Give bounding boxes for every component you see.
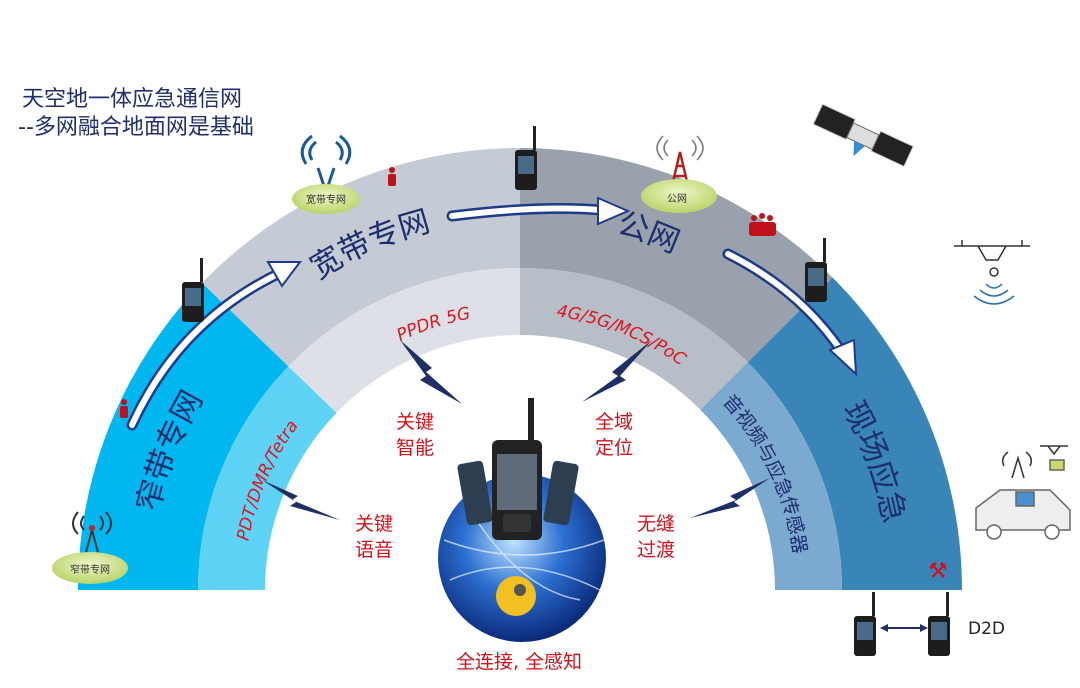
public-cloud: 公网 [641,135,717,213]
brain-head-icon [496,576,536,616]
d2d-label: D2D [968,619,1005,639]
cloud-label: 宽带专网 [306,193,346,206]
key-voice-line1: 关键 [355,513,393,535]
seamless-line1: 无缝 [637,513,675,535]
ring-segment-3-outer [747,277,962,590]
handheld-radio-icon [854,592,876,656]
ring-segment-2-inner [520,268,748,410]
group-icon [749,213,776,236]
tower-icon [670,151,690,187]
handheld-radio-icon [182,258,204,322]
broadband-cloud: 宽带专网 [292,134,360,214]
lightning-icons [262,340,770,520]
person-icon [388,167,396,186]
satellite-icon [812,103,914,168]
ring-segment-3-inner [700,362,842,590]
ring-segment-1-inner [288,268,520,413]
drone-icon [954,240,1030,305]
key-voice-line2: 语音 [355,539,393,561]
tool-icon: ⚒ [928,559,948,584]
ring-segment-0-outer [78,282,289,590]
handheld-radio-icon [928,592,950,656]
vehicle-icon [975,445,1071,540]
title-line-1: 天空地一体应急通信网 [22,87,243,112]
d2d-link: D2D [880,619,1005,639]
cloud-label: 公网 [667,193,687,205]
ring-segment-0-inner [198,366,337,590]
person-icon [120,399,128,418]
tagline: 全连接, 全感知 [456,651,582,673]
people-icons [120,167,776,418]
ring-segment-1-outer [202,148,520,367]
key-intelligence-line2: 智能 [396,437,434,459]
handheld-radio-icon [805,238,827,302]
diagram-title: 天空地一体应急通信网 --多网融合地面网是基础 [18,86,254,142]
title-line-2: --多网融合地面网是基础 [18,115,254,140]
antenna-icon [300,134,352,197]
radios [182,126,950,656]
ring [78,148,962,590]
cloud-label: 窄带专网 [70,563,110,576]
narrowband-cloud: 窄带专网 [52,511,128,584]
handheld-radio-icon [515,126,537,190]
key-intelligence-line1: 关键 [396,411,434,433]
center-radio [457,398,579,540]
migration-arrows [126,196,858,431]
capability-labels: 关键 智能 全域 定位 关键 语音 无缝 过渡 全连接, 全感知 [355,411,675,673]
positioning-line1: 全域 [595,411,633,433]
positioning-line2: 定位 [595,437,633,459]
seamless-line2: 过渡 [637,539,675,561]
